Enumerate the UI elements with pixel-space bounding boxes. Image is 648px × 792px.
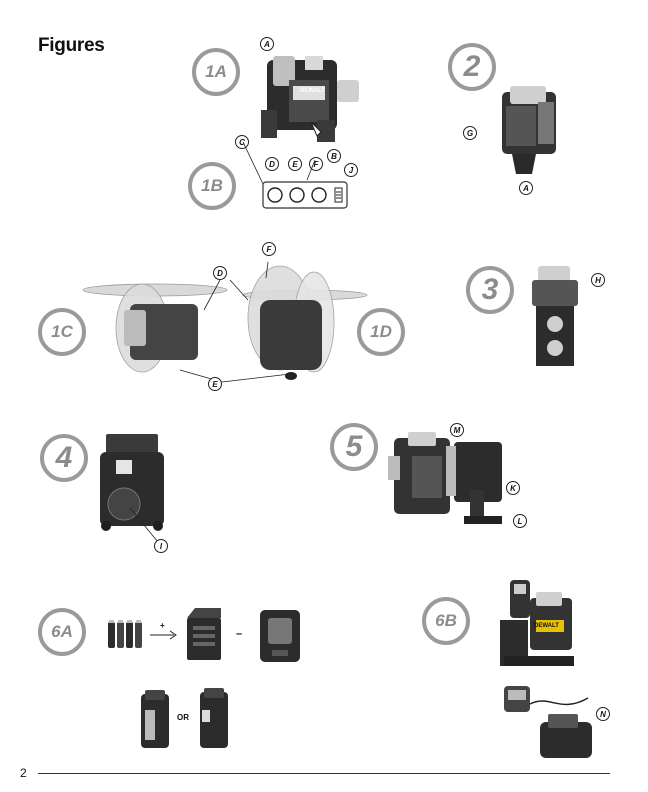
figure-1c-badge: 1C <box>38 308 86 356</box>
keypad-illustration <box>235 130 355 210</box>
figure-5-badge: 5 <box>330 423 378 471</box>
laser-planes-illustration <box>80 240 380 390</box>
figure-1b-badge: 1B <box>188 162 236 210</box>
plus-label: + <box>160 621 165 630</box>
callout-d-2: D <box>213 266 227 280</box>
lithium-battery-illustration <box>260 610 300 662</box>
charger-illustration <box>500 684 600 764</box>
callout-l: L <box>513 514 527 528</box>
callout-a-2: A <box>519 181 533 195</box>
laser-tool-bottom-illustration <box>96 434 168 534</box>
footer-rule <box>38 773 610 774</box>
page-title: Figures <box>38 35 105 57</box>
figure-2-badge: 2 <box>448 43 496 91</box>
figure-1a-badge: 1A <box>192 48 240 96</box>
callout-h: H <box>591 273 605 287</box>
laser-tool-side-illustration <box>492 82 572 182</box>
page-number: 2 <box>20 766 27 780</box>
figure-3-badge: 3 <box>466 266 514 314</box>
battery-side-a-illustration <box>137 690 173 752</box>
laser-tool-bracket-illustration <box>384 430 514 530</box>
callout-a: A <box>260 37 274 51</box>
callout-f-2: F <box>262 242 276 256</box>
callout-i: I <box>154 539 168 553</box>
figure-6a-badge: 6A <box>38 608 86 656</box>
brand-label-1a: DEWALT <box>300 88 325 94</box>
laser-tool-back-illustration <box>526 266 586 370</box>
brand-label-6b: DEWALT <box>534 623 559 629</box>
minus-label: – <box>236 628 242 640</box>
aa-batteries-illustration <box>108 620 142 650</box>
callout-k: K <box>506 481 520 495</box>
arrow-icon <box>150 630 178 640</box>
battery-pack-illustration <box>185 608 223 662</box>
callout-g: G <box>463 126 477 140</box>
figure-4-badge: 4 <box>40 434 88 482</box>
callout-n: N <box>596 707 610 721</box>
or-label: OR <box>177 713 189 722</box>
callout-m: M <box>450 423 464 437</box>
battery-side-b-illustration <box>196 688 232 752</box>
callout-e-2: E <box>208 377 222 391</box>
figure-6b-badge: 6B <box>422 597 470 645</box>
